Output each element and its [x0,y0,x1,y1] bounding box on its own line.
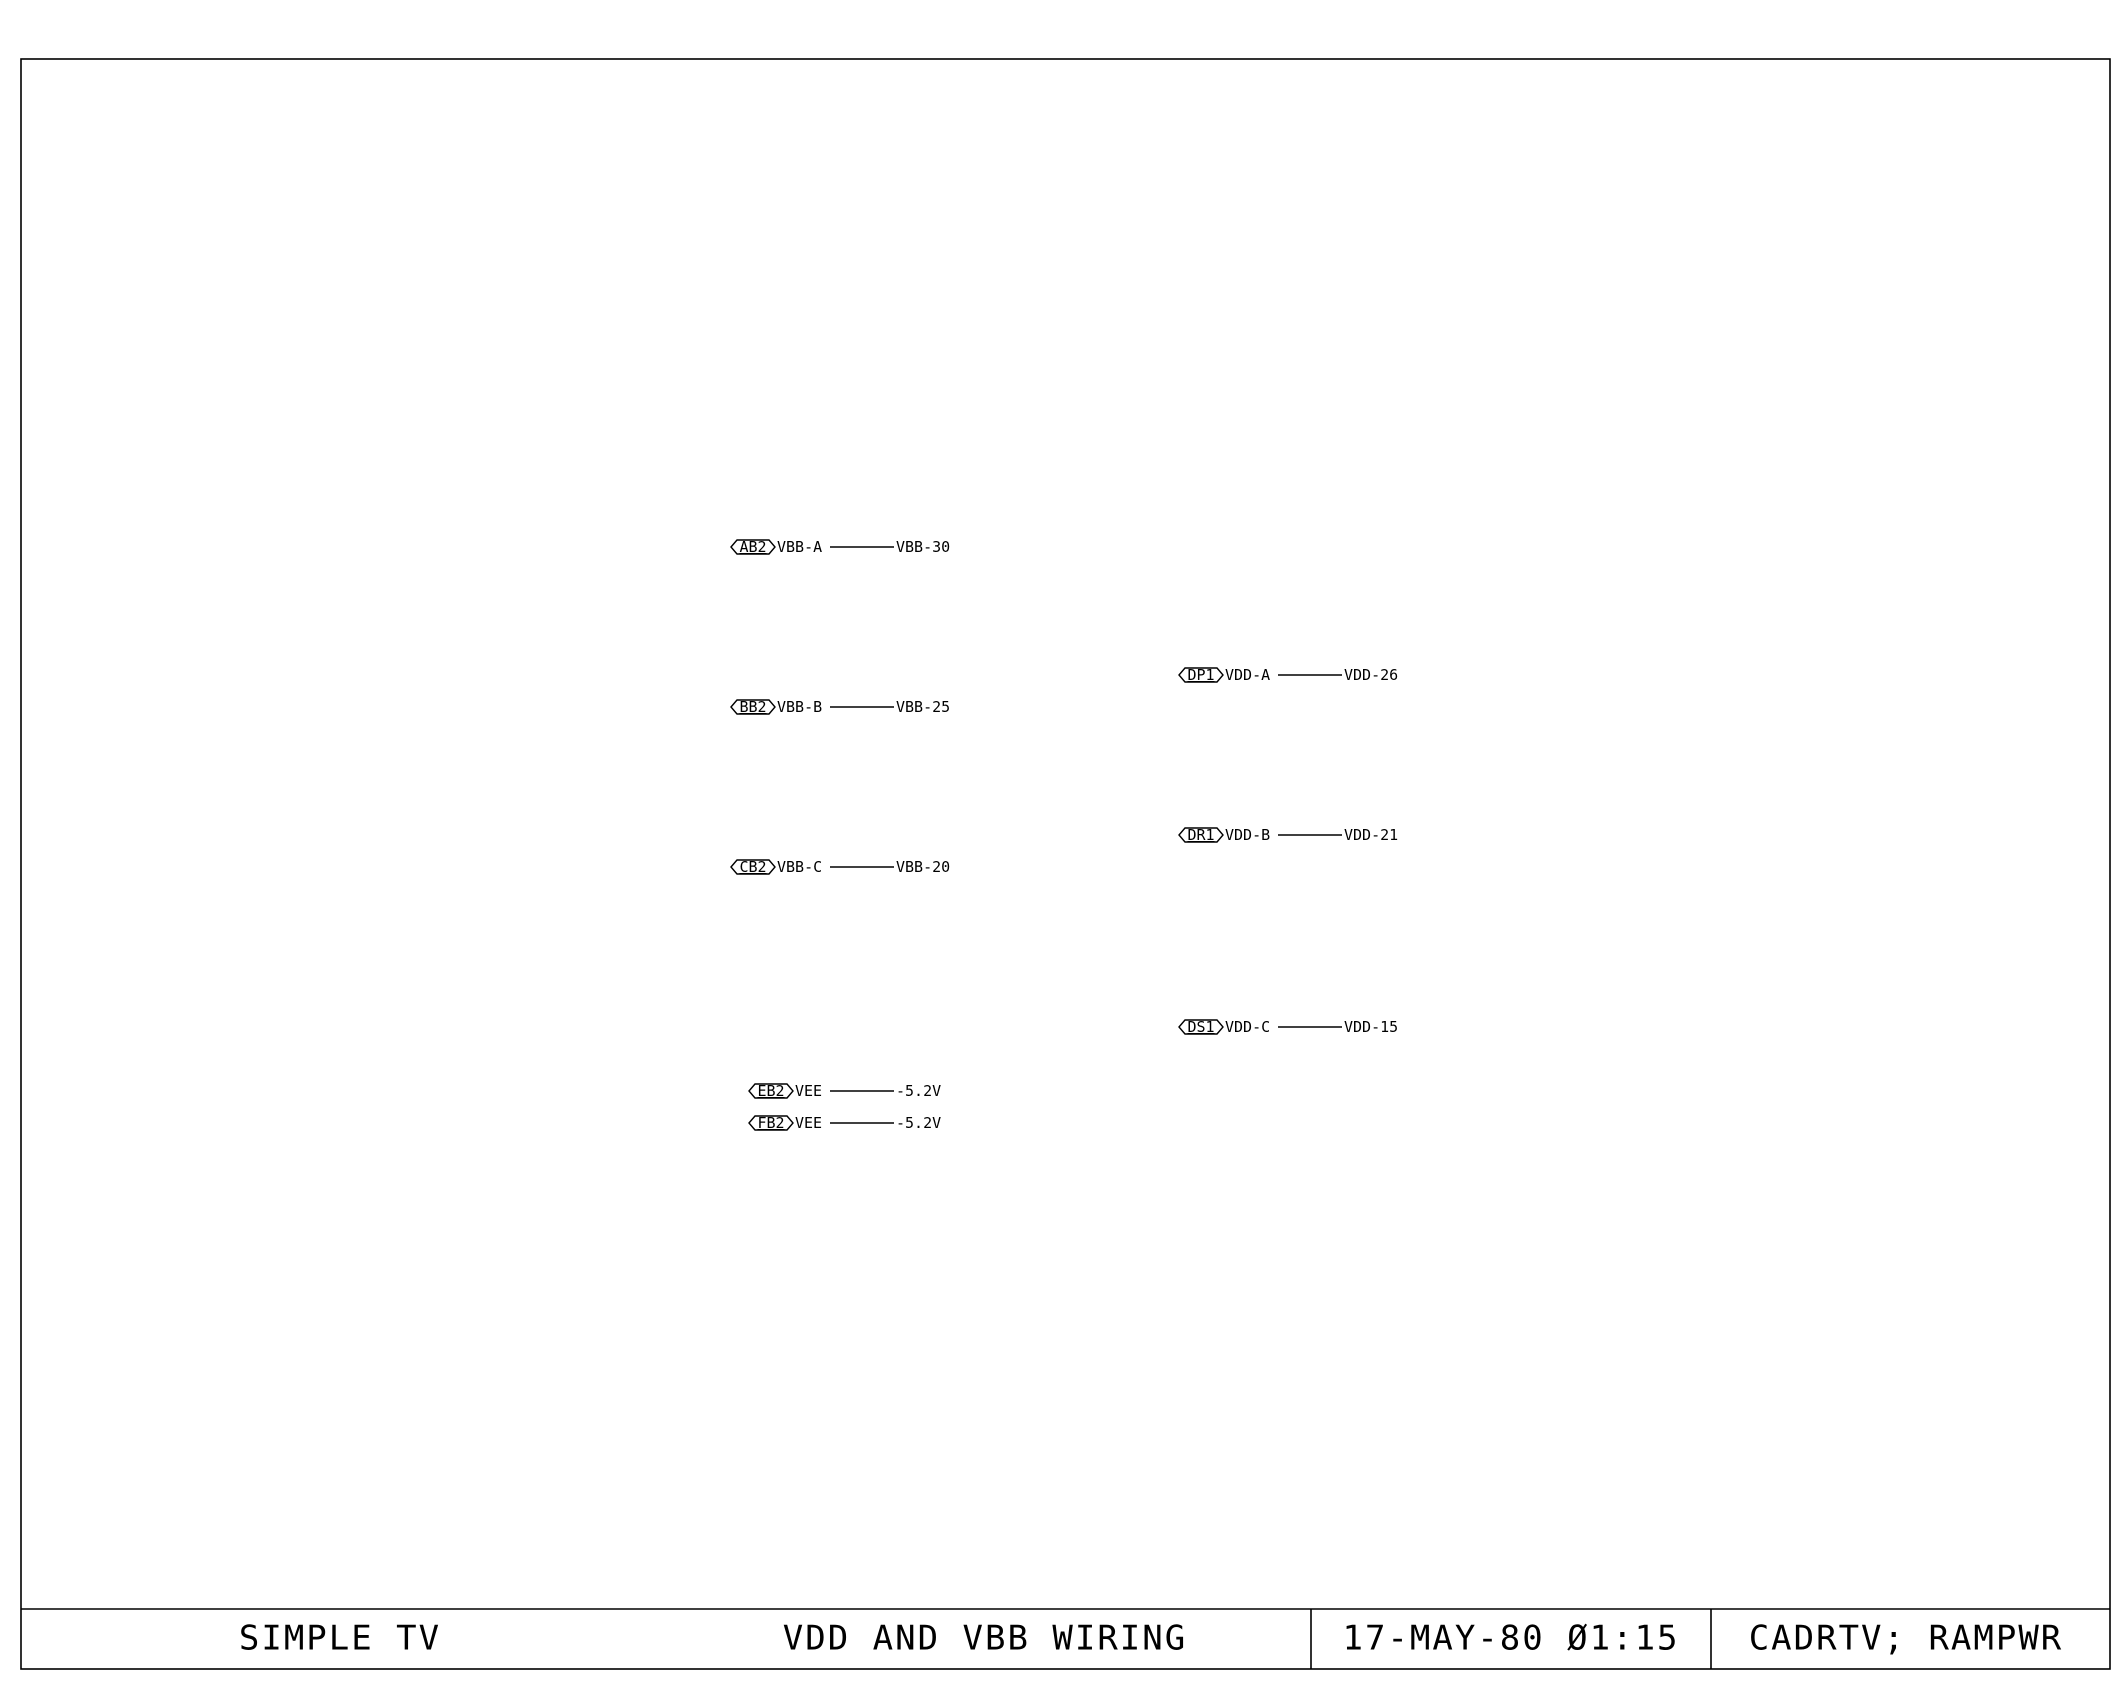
connector-symbol [748,1083,794,1099]
net-name: VBB-25 [896,698,950,716]
net-name: VDD-15 [1344,1018,1398,1036]
net-name: VBB-30 [896,538,950,556]
connector-label: CB2 [739,858,766,876]
wiring-entry: DR1 VDD-B VDD-21 [1178,826,1398,844]
signal-name: VDD-C [1225,1018,1270,1036]
signal-name: VBB-C [777,858,822,876]
signal-name: VBB-B [777,698,822,716]
connector-label: DR1 [1187,826,1214,844]
wiring-entry: EB2 VEE -5.2V [748,1082,941,1100]
signal-name: VEE [795,1114,822,1132]
connector-label: DP1 [1187,666,1214,684]
connector-label: AB2 [739,538,766,556]
file-name: CADRTV; RAMPWR [1749,1619,2064,1659]
connector-label: FB2 [757,1114,784,1132]
wiring-entry: FB2 VEE -5.2V [748,1114,941,1132]
wiring-entry: CB2 VBB-C VBB-20 [730,858,950,876]
net-name: VBB-20 [896,858,950,876]
signal-name: VEE [795,1082,822,1100]
connector-label: DS1 [1187,1018,1214,1036]
drawing-border [20,58,2111,1670]
connector-symbol [730,539,776,555]
connector-symbol [748,1115,794,1131]
wiring-entry: BB2 VBB-B VBB-25 [730,698,950,716]
wiring-entry: DP1 VDD-A VDD-26 [1178,666,1398,684]
drawing-date: 17-MAY-80 Ø1:15 [1342,1619,1679,1659]
title-block: SIMPLE TV VDD AND VBB WIRING 17-MAY-80 Ø… [21,1608,2110,1669]
connector-symbol [730,859,776,875]
wiring-entry: AB2 VBB-A VBB-30 [730,538,950,556]
signal-name: VDD-B [1225,826,1270,844]
connector-symbol [1178,667,1224,683]
connector-label: EB2 [757,1082,784,1100]
drawing-title: VDD AND VBB WIRING [783,1619,1187,1659]
signal-name: VDD-A [1225,666,1270,684]
signal-name: VBB-A [777,538,822,556]
net-name: -5.2V [896,1082,941,1100]
connector-symbol [1178,1019,1224,1035]
project-name: SIMPLE TV [239,1619,441,1659]
connector-label: BB2 [739,698,766,716]
wiring-entry: DS1 VDD-C VDD-15 [1178,1018,1398,1036]
net-name: -5.2V [896,1114,941,1132]
connector-symbol [730,699,776,715]
net-name: VDD-21 [1344,826,1398,844]
net-name: VDD-26 [1344,666,1398,684]
connector-symbol [1178,827,1224,843]
